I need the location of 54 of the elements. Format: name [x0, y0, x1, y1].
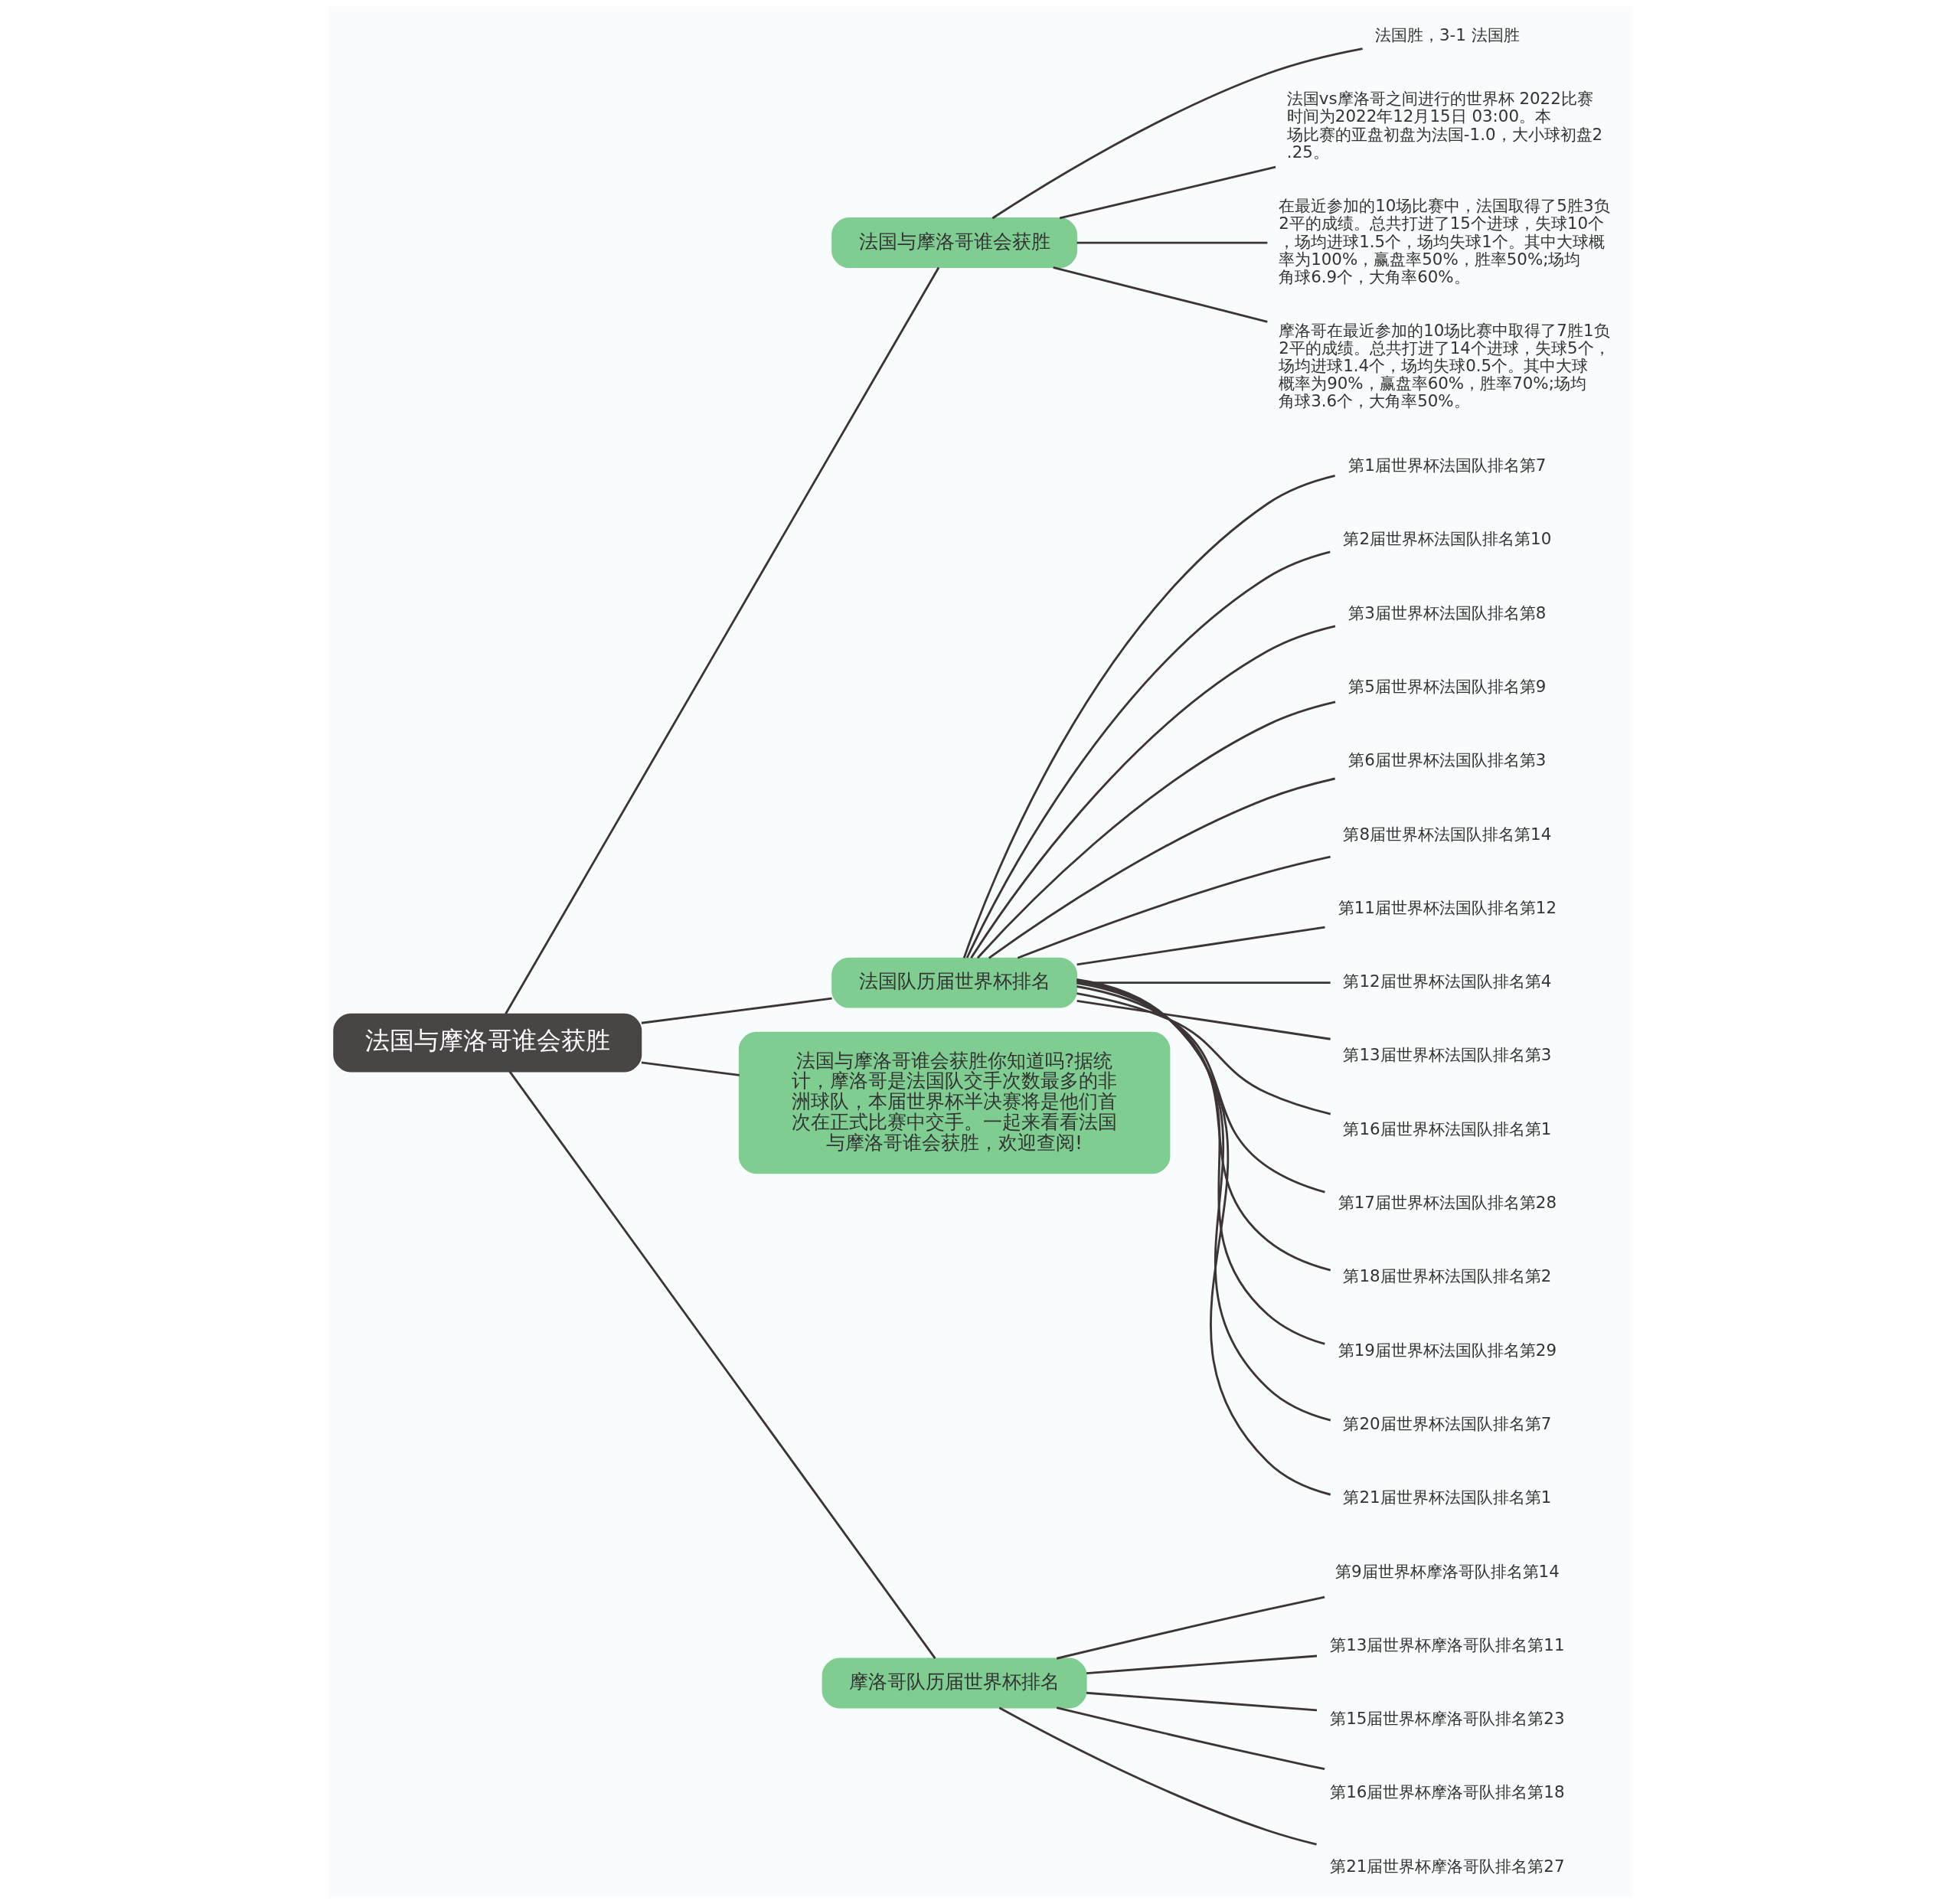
connector — [641, 997, 832, 1024]
node-text: 第8届世界杯法国队排名第14 — [1342, 824, 1551, 844]
node-text: 法国胜，3-1 法国胜 — [1374, 25, 1520, 45]
connector — [965, 550, 1331, 959]
connector — [1017, 855, 1331, 959]
node-text: 第15届世界杯摩洛哥队排名第23 — [1329, 1709, 1565, 1729]
connector — [1076, 992, 1331, 1115]
node-box: 法国与摩洛哥谁会获胜 — [332, 1013, 642, 1073]
node-text: 第12届世界杯法国队排名第4 — [1342, 972, 1551, 991]
connector — [991, 47, 1363, 220]
connector — [969, 625, 1335, 959]
node-text: 第6届世界杯法国队排名第3 — [1348, 750, 1546, 770]
connector — [641, 1061, 740, 1076]
node-box: 法国与摩洛哥谁会获胜你知道吗?据统计，摩洛哥是法国队交手次数最多的非洲球队，本届世界杯半决赛将是他们首次在正式比赛中交手。一起来看看法国与摩洛哥谁会获胜，欢迎查阅! — [738, 1031, 1170, 1174]
node-text: 第13届世界杯摩洛哥队排名第11 — [1329, 1635, 1565, 1654]
connector — [1059, 165, 1276, 220]
node-text: 第16届世界杯摩洛哥队排名第18 — [1329, 1782, 1565, 1802]
node-text: 第9届世界杯摩洛哥队排名第14 — [1334, 1561, 1560, 1581]
node-text: 第18届世界杯法国队排名第2 — [1342, 1266, 1551, 1286]
connector — [988, 777, 1335, 959]
connector — [1076, 980, 1325, 1345]
node-box: 法国与摩洛哥谁会获胜 — [831, 217, 1077, 269]
connector — [998, 1706, 1317, 1846]
node-text: 第3届世界杯法国队排名第8 — [1348, 603, 1546, 622]
node-text: 第20届世界杯法国队排名第7 — [1342, 1413, 1551, 1433]
connector — [976, 701, 1335, 959]
node-text: 第11届世界杯法国队排名第12 — [1338, 897, 1557, 917]
node-text: 第16届世界杯法国队排名第1 — [1342, 1119, 1551, 1138]
connector — [1056, 1706, 1325, 1771]
connector — [1086, 1654, 1317, 1674]
node-text: 第2届世界杯法国队排名第10 — [1342, 529, 1551, 549]
node-text: 摩洛哥在最近参加的10场比赛中取得了7胜1负2平的成绩。总共打进了14个进球，失球5个，场均进球1.4个，场均失球0.5个。其中大球概率为90%，赢盘率60%，胜率70%;场均角球3.6个，大角率50%。 — [1278, 320, 1610, 411]
connector — [1076, 981, 1331, 1272]
node-text: 第5届世界杯法国队排名第9 — [1348, 676, 1546, 696]
connector — [504, 266, 939, 1014]
connector — [962, 474, 1335, 959]
node-text: 第21届世界杯摩洛哥队排名第27 — [1329, 1856, 1565, 1876]
node-text: 第17届世界杯法国队排名第28 — [1338, 1193, 1557, 1213]
connector — [1076, 1000, 1331, 1040]
node-text: 在最近参加的10场比赛中，法国取得了5胜3负2平的成绩。总共打进了15个进球，失球10个，场均进球1.5个，场均失球1个。其中大球概率为100%，赢盘率50%，胜率50%;场均角球6.9个，大角率60%。 — [1278, 196, 1610, 286]
node-box: 法国队历届世界杯排名 — [831, 957, 1077, 1008]
node-text: 第21届世界杯法国队排名第1 — [1342, 1488, 1551, 1507]
connector — [1056, 1595, 1325, 1660]
node-text: 第1届世界杯法国队排名第7 — [1348, 456, 1546, 475]
connector — [508, 1070, 936, 1659]
connector — [1076, 926, 1325, 966]
connector — [1052, 266, 1268, 323]
node-text: 第19届世界杯法国队排名第29 — [1338, 1340, 1557, 1360]
node-text: 法国vs摩洛哥之间进行的世界杯 2022比赛时间为2022年12月15日 03:00。本场比赛的亚盘初盘为法国-1.0，大小球初盘2.25。 — [1286, 89, 1602, 162]
node-box: 摩洛哥队历届世界杯排名 — [822, 1657, 1087, 1709]
connector — [1076, 241, 1267, 244]
connector — [1086, 1691, 1317, 1712]
connector — [1076, 985, 1325, 1194]
node-text: 第13届世界杯法国队排名第3 — [1342, 1045, 1551, 1065]
